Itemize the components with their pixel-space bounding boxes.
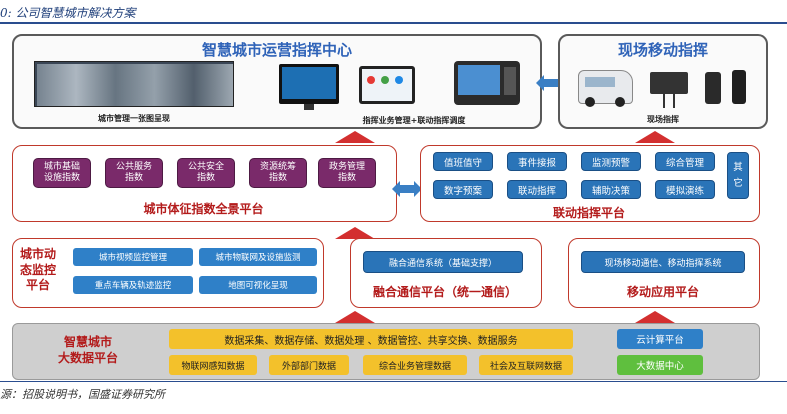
cloud-platform: 云计算平台 — [617, 329, 703, 349]
ops-center-title: 智慧城市运营指挥中心 — [201, 41, 352, 59]
ops-center-panel: 智慧城市运营指挥中心 城市管理一张图呈现 指挥业务管理+联动指挥调度 — [12, 34, 542, 129]
index-item-label: 资源统筹 指数 — [259, 161, 296, 183]
up-arrow-5 — [635, 311, 675, 323]
index-item-public-service[interactable]: 公共服务 指数 — [105, 158, 163, 188]
linkage-item-command[interactable]: 联动指挥 — [507, 180, 567, 199]
bigdata-center: 大数据中心 — [617, 355, 703, 375]
figure-caption: 0: 公司智慧城市解决方案 — [0, 6, 136, 20]
linkage-item-event[interactable]: 事件接报 — [507, 152, 567, 171]
up-arrow-1 — [335, 131, 375, 143]
command-vehicle-image — [578, 70, 633, 107]
bigdata-source-business: 综合业务管理数据 — [363, 355, 467, 375]
index-item-label: 政务管理 指数 — [328, 161, 365, 183]
linkage-item-decision[interactable]: 辅助决策 — [581, 180, 641, 199]
monitoring-item-iot[interactable]: 城市物联网及设施监测 — [199, 248, 317, 266]
monitoring-platform-title: 城市动 态监控 平台 — [19, 247, 56, 293]
bigdata-source-iot: 物联网感知数据 — [169, 355, 257, 375]
ops-caption-right: 指挥业务管理+联动指挥调度 — [362, 116, 466, 125]
monitoring-item-vehicle[interactable]: 重点车辆及轨迹监控 — [73, 276, 193, 294]
tripod-image — [663, 94, 675, 108]
index-platform-panel: 城市基础 设施指数 公共服务 指数 公共安全 指数 资源统筹 指数 政务管理 指… — [12, 145, 397, 222]
index-item-label: 公共服务 指数 — [115, 161, 152, 183]
linkage-platform-title: 联动指挥平台 — [552, 206, 625, 220]
up-arrow-3 — [335, 227, 375, 239]
footer-rule — [0, 381, 787, 382]
linkage-item-warning[interactable]: 监测预警 — [581, 152, 641, 171]
mobile-app-platform-title: 移动应用平台 — [626, 285, 699, 299]
monitor-image — [279, 64, 339, 104]
bigdata-services: 数据采集、数据存储、数据处理 、数据管控、共享交换、数据服务 — [169, 329, 573, 349]
bigdata-platform-title: 智慧城市 大数据平台 — [57, 335, 118, 366]
index-item-resources[interactable]: 资源统筹 指数 — [249, 158, 307, 188]
monitoring-platform-panel: 城市动 态监控 平台 城市视频监控管理 城市物联网及设施监测 重点车辆及轨迹监控… — [12, 238, 324, 308]
bigdata-source-internet: 社会及互联网数据 — [479, 355, 573, 375]
linkage-item-other[interactable]: 其 它 — [727, 152, 749, 199]
linkage-platform-panel: 值班值守 事件接报 监测预警 综合管理 数字预案 联动指挥 辅助决策 模拟演练 … — [420, 145, 760, 222]
index-platform-title: 城市体征指数全景平台 — [143, 202, 264, 216]
fusion-platform-title: 融合通信平台（统一通信） — [372, 285, 517, 299]
index-item-label: 城市基础 设施指数 — [43, 161, 80, 183]
index-item-infrastructure[interactable]: 城市基础 设施指数 — [33, 158, 91, 188]
monitoring-item-video[interactable]: 城市视频监控管理 — [73, 248, 193, 266]
linkage-item-management[interactable]: 综合管理 — [655, 152, 715, 171]
fusion-platform-panel: 融合通信系统（基础支撑） 融合通信平台（统一通信） — [350, 238, 542, 308]
ops-caption-left: 城市管理一张图呈现 — [98, 114, 170, 123]
body-camera-image — [705, 72, 721, 104]
header-rule — [0, 22, 787, 24]
up-arrow-4 — [335, 311, 375, 323]
mobile-command-panel: 现场移动指挥 现场指挥 — [558, 34, 768, 129]
mobile-command-title: 现场移动指挥 — [617, 41, 708, 59]
index-item-label: 公共安全 指数 — [187, 161, 224, 183]
bigdata-source-external: 外部部门数据 — [269, 355, 349, 375]
field-terminal-image — [650, 72, 688, 94]
double-arrow-middle — [392, 180, 422, 198]
monitor-stand — [304, 104, 314, 110]
source-note: 源：招股说明书，国盛证券研究所 — [0, 388, 165, 401]
index-item-public-safety[interactable]: 公共安全 指数 — [177, 158, 235, 188]
linkage-item-drill[interactable]: 模拟演练 — [655, 180, 715, 199]
linkage-item-duty[interactable]: 值班值守 — [433, 152, 493, 171]
up-arrow-2 — [635, 131, 675, 143]
monitoring-item-map[interactable]: 地图可视化呈现 — [199, 276, 317, 294]
mobile-app-platform-panel: 现场移动通信、移动指挥系统 移动应用平台 — [568, 238, 760, 308]
index-item-government[interactable]: 政务管理 指数 — [318, 158, 376, 188]
video-wall-image — [34, 61, 234, 107]
mobile-app-item[interactable]: 现场移动通信、移动指挥系统 — [581, 251, 745, 273]
mobile-command-caption: 现场指挥 — [647, 115, 679, 124]
fusion-item[interactable]: 融合通信系统（基础支撑） — [363, 251, 523, 273]
linkage-item-plan[interactable]: 数字预案 — [433, 180, 493, 199]
radio-image — [732, 70, 746, 104]
video-phone-image — [454, 61, 520, 105]
linkage-other-label: 其 它 — [733, 162, 743, 189]
tablet-image — [359, 66, 415, 104]
bigdata-platform-panel: 智慧城市 大数据平台 数据采集、数据存储、数据处理 、数据管控、共享交换、数据服… — [12, 323, 760, 380]
